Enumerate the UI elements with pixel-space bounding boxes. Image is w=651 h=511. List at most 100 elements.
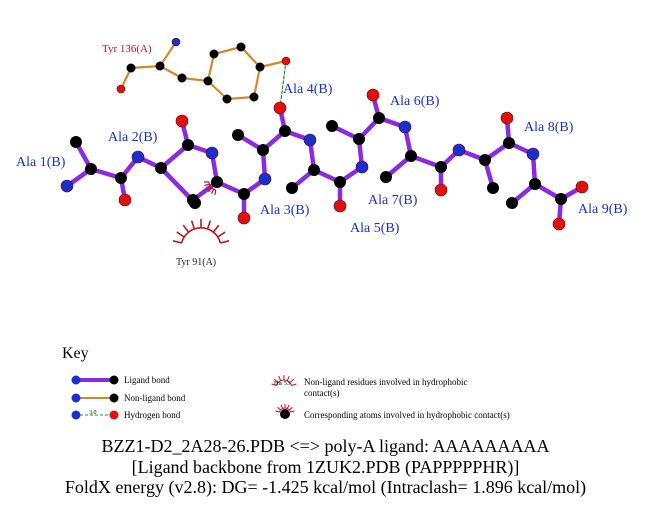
carbon-atom xyxy=(203,76,213,86)
key-nitrogen-atom xyxy=(71,375,81,385)
oxygen-atom xyxy=(500,111,514,125)
key-contact-atom xyxy=(280,409,290,419)
oxygen-atom xyxy=(116,84,126,94)
label-tyr-136: Tyr 136(A) xyxy=(102,43,152,55)
carbon-atom xyxy=(380,171,392,183)
carbon-atom xyxy=(487,182,499,194)
key-nitrogen-atom xyxy=(71,410,81,420)
label-ala-2: Ala 2(B) xyxy=(108,130,158,145)
carbon-atom xyxy=(334,176,346,188)
oxygen-atom xyxy=(366,88,380,102)
nonligand-bond xyxy=(225,95,256,101)
label-ala-8: Ala 8(B) xyxy=(524,120,574,135)
label-ala-4: Ala 4(B) xyxy=(283,82,333,97)
oxygen-atom xyxy=(552,217,566,231)
carbon-atom xyxy=(326,120,338,132)
nitrogen-atom xyxy=(60,179,74,193)
carbon-atom xyxy=(249,92,259,102)
nitrogen-atom xyxy=(131,150,145,164)
hydrophobic-contact-atom-icon xyxy=(204,181,217,195)
key-hydrophobic-label-2: contact(s) xyxy=(304,388,339,398)
carbon-atom xyxy=(503,137,515,149)
carbon-atom xyxy=(85,163,97,175)
hydrogen-bond xyxy=(279,60,287,109)
oxygen-atom xyxy=(575,180,589,194)
nitrogen-atom xyxy=(355,160,369,174)
carbon-atom xyxy=(238,188,250,200)
oxygen-atom xyxy=(434,183,448,197)
key-hydrogen-bond-label: Hydrogen bond xyxy=(124,410,181,420)
key-carbon-atom xyxy=(109,375,119,385)
key-hydrophobic-arc-icon xyxy=(271,375,297,386)
label-ala-6: Ala 6(B) xyxy=(390,94,440,109)
key-ligand-bond: Ligand bond xyxy=(71,375,170,385)
nonligand-bond xyxy=(158,40,178,68)
carbon-atom xyxy=(555,193,567,205)
carbon-atom xyxy=(232,129,244,141)
nitrogen-atom xyxy=(303,133,317,147)
key-hbond-length: 3.0 xyxy=(89,410,97,416)
nonligand-bond xyxy=(129,64,162,70)
nonligand-bond xyxy=(212,45,243,56)
carbon-atom xyxy=(236,42,246,52)
nitrogen-atom xyxy=(258,172,272,186)
key-oxygen-atom xyxy=(109,410,119,420)
carbon-atom xyxy=(209,49,219,59)
nitrogen-atom xyxy=(452,143,466,157)
carbon-atom xyxy=(182,139,194,151)
nitrogen-atom xyxy=(171,37,181,47)
label-tyr-91: Tyr 91(A) xyxy=(176,257,216,268)
hydrophobic-contact-tyr91-icon xyxy=(172,219,230,244)
carbon-atom xyxy=(353,133,365,145)
carbon-atom xyxy=(177,73,187,83)
key-hydrogen-bond: 3.0 Hydrogen bond xyxy=(71,410,181,420)
carbon-atom xyxy=(373,112,385,124)
carbon-atom xyxy=(308,164,320,176)
carbon-atom xyxy=(155,61,165,71)
carbon-atom xyxy=(70,136,82,148)
key-nonligand-bond-label: Non-ligand bond xyxy=(124,393,186,403)
carbon-atom xyxy=(115,172,127,184)
key-hydrophobic-residue: His 53 Non-ligand residues involved in h… xyxy=(271,375,467,398)
key-corresponding-label: Corresponding atoms involved in hydropho… xyxy=(304,410,510,420)
label-ala-7: Ala 7(B) xyxy=(368,193,418,208)
oxygen-atom xyxy=(273,101,287,115)
atom-layer xyxy=(60,37,589,231)
carbon-atom xyxy=(257,144,269,156)
key-corresponding-atoms: Corresponding atoms involved in hydropho… xyxy=(275,404,510,420)
carbon-atom xyxy=(279,125,291,137)
carbon-atom xyxy=(211,176,223,188)
footer-line-1: BZZ1-D2_2A28-26.PDB <=> poly-A ligand: A… xyxy=(101,436,550,456)
carbon-atom xyxy=(529,178,541,190)
key-nonligand-bond: Non-ligand bond xyxy=(71,393,186,403)
key-nitrogen-atom xyxy=(71,393,81,403)
carbon-atom xyxy=(155,162,167,174)
label-ala-1: Ala 1(B) xyxy=(16,155,66,170)
carbon-atom xyxy=(222,94,232,104)
label-ala-5: Ala 5(B) xyxy=(350,221,400,236)
carbon-atom xyxy=(479,154,491,166)
carbon-atom xyxy=(255,62,265,72)
nonligand-bond xyxy=(252,65,262,99)
carbon-atom xyxy=(126,63,136,73)
key-carbon-atom xyxy=(109,393,119,403)
footer-line-3: FoldX energy (v2.8): DG= -1.425 kcal/mol… xyxy=(64,477,587,497)
carbon-atom xyxy=(506,197,518,209)
oxygen-atom xyxy=(333,199,347,213)
key-ligand-bond-label: Ligand bond xyxy=(124,375,170,385)
oxygen-atom xyxy=(175,114,189,128)
carbon-atom xyxy=(435,161,447,173)
nonligand-bond xyxy=(239,45,262,69)
nitrogen-atom xyxy=(398,120,412,134)
carbon-atom xyxy=(286,182,298,194)
key-atom-arc-icon xyxy=(275,404,295,413)
carbon-atom xyxy=(187,194,199,206)
nonligand-bond xyxy=(206,52,216,83)
key-hydrophobic-example: His 53 xyxy=(274,381,290,387)
key-hydrophobic-label-1: Non-ligand residues involved in hydropho… xyxy=(304,377,467,387)
oxygen-atom xyxy=(118,193,132,207)
key-title: Key xyxy=(62,345,89,362)
oxygen-atom xyxy=(237,211,251,225)
footer-line-2: [Ligand backbone from 1ZUK2.PDB (PAPPPPP… xyxy=(131,457,520,477)
